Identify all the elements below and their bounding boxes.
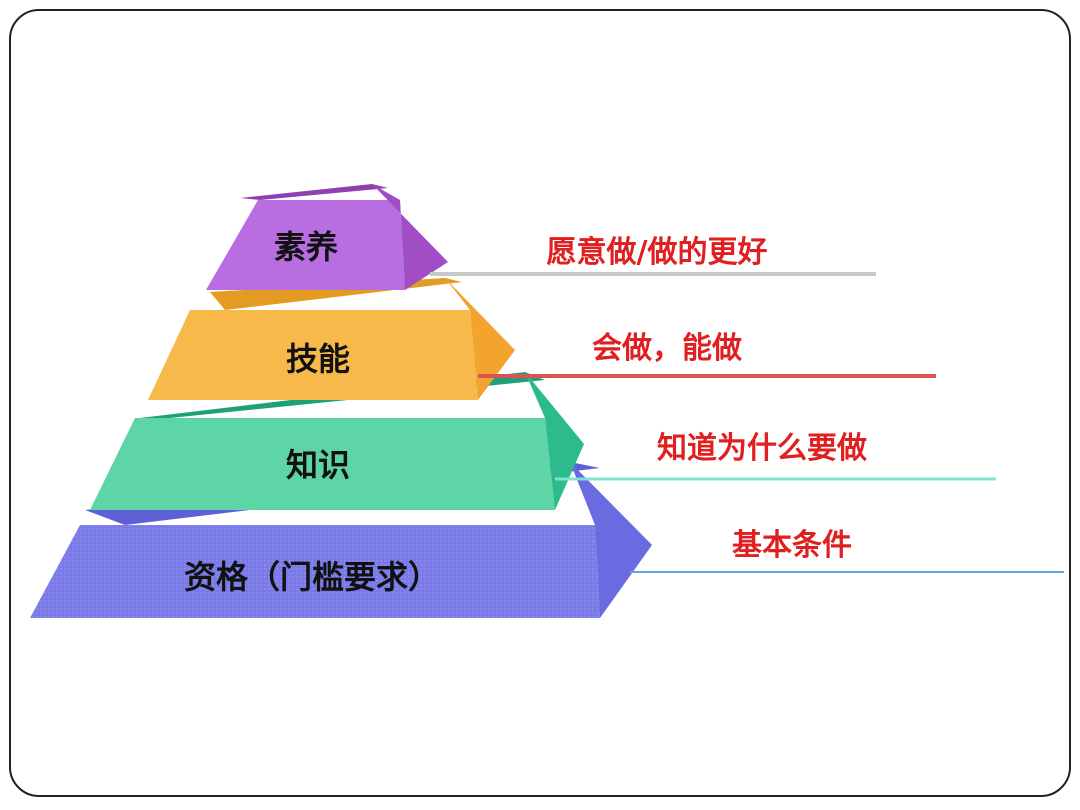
tier-literacy: 素养 愿意做/做的更好 xyxy=(206,184,876,290)
tier-skill: 技能 会做，能做 xyxy=(148,278,936,400)
tier-literacy-top xyxy=(240,184,388,200)
tier-knowledge-face xyxy=(90,418,555,510)
tier-literacy-face xyxy=(206,200,405,290)
tier-literacy-label: 素养 xyxy=(274,228,338,266)
tier-skill-side xyxy=(445,278,515,400)
tier-literacy-description: 愿意做/做的更好 xyxy=(547,235,768,270)
tier-knowledge-label: 知识 xyxy=(286,446,350,484)
tier-literacy-side xyxy=(372,184,448,290)
tier-skill-description: 会做，能做 xyxy=(592,331,742,366)
tier-qualification-texture xyxy=(30,525,600,618)
tier-skill-face xyxy=(148,310,478,400)
tier-qualification-label: 资格（门槛要求） xyxy=(184,558,440,596)
tier-qualification-description: 基本条件 xyxy=(732,528,852,563)
tier-qualification-side xyxy=(570,462,652,618)
tier-skill-label: 技能 xyxy=(286,340,350,378)
tier-knowledge-side xyxy=(525,372,584,510)
tier-knowledge-description: 知道为什么要做 xyxy=(657,431,867,466)
